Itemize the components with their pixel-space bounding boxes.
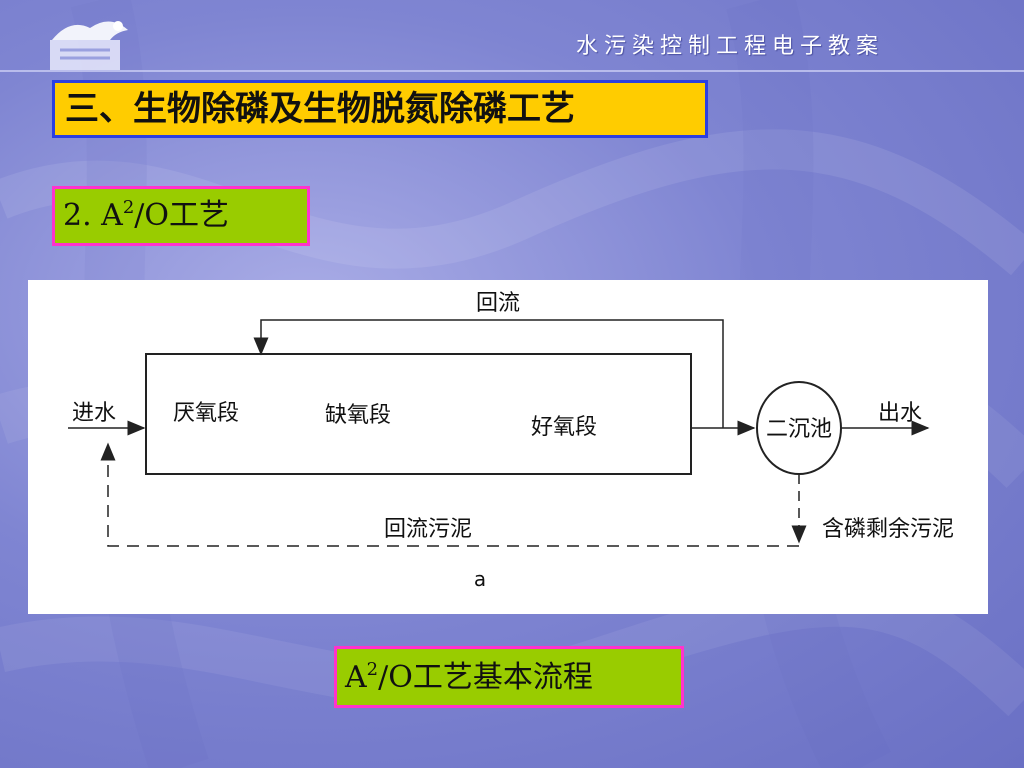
influent-label: 进水 [72, 401, 116, 426]
return-sludge-label: 回流污泥 [384, 517, 472, 542]
return-sludge-line [100, 442, 799, 547]
excess-sludge-label: 含磷剩余污泥 [822, 517, 954, 542]
caption-sup: 2 [366, 659, 379, 680]
anoxic-zone-label: 缺氧段 [325, 403, 391, 428]
anaerobic-zone-label: 厌氧段 [173, 401, 239, 426]
process-diagram: 回流 厌氧段 缺氧段 好氧段 进水 二沉池 出水 含磷剩余污泥 回流污泥 a [28, 280, 988, 614]
subtitle-sup: 2 [122, 197, 135, 218]
return-flow-label: 回流 [476, 291, 520, 316]
course-title: 水污染控制工程电子教案 [575, 34, 884, 59]
effluent-label: 出水 [878, 401, 922, 426]
return-flow-line [253, 319, 724, 428]
figure-letter: a [474, 567, 486, 591]
reactor-tank [145, 353, 692, 475]
clarifier-label: 二沉池 [766, 417, 832, 442]
subtitle-suffix: /O工艺 [134, 198, 229, 233]
header-divider [0, 70, 1024, 72]
caption-prefix: A [345, 660, 367, 695]
caption-suffix: /O工艺基本流程 [378, 660, 593, 695]
dragon-logo-icon [50, 21, 128, 70]
aerobic-zone-label: 好氧段 [531, 415, 597, 440]
subtitle-prefix: 2. A [63, 198, 123, 233]
caption-box: A2/O工艺基本流程 [334, 646, 684, 708]
section-title: 三、生物除磷及生物脱氮除磷工艺 [52, 80, 708, 138]
subtitle-box: 2. A2/O工艺 [52, 186, 310, 246]
